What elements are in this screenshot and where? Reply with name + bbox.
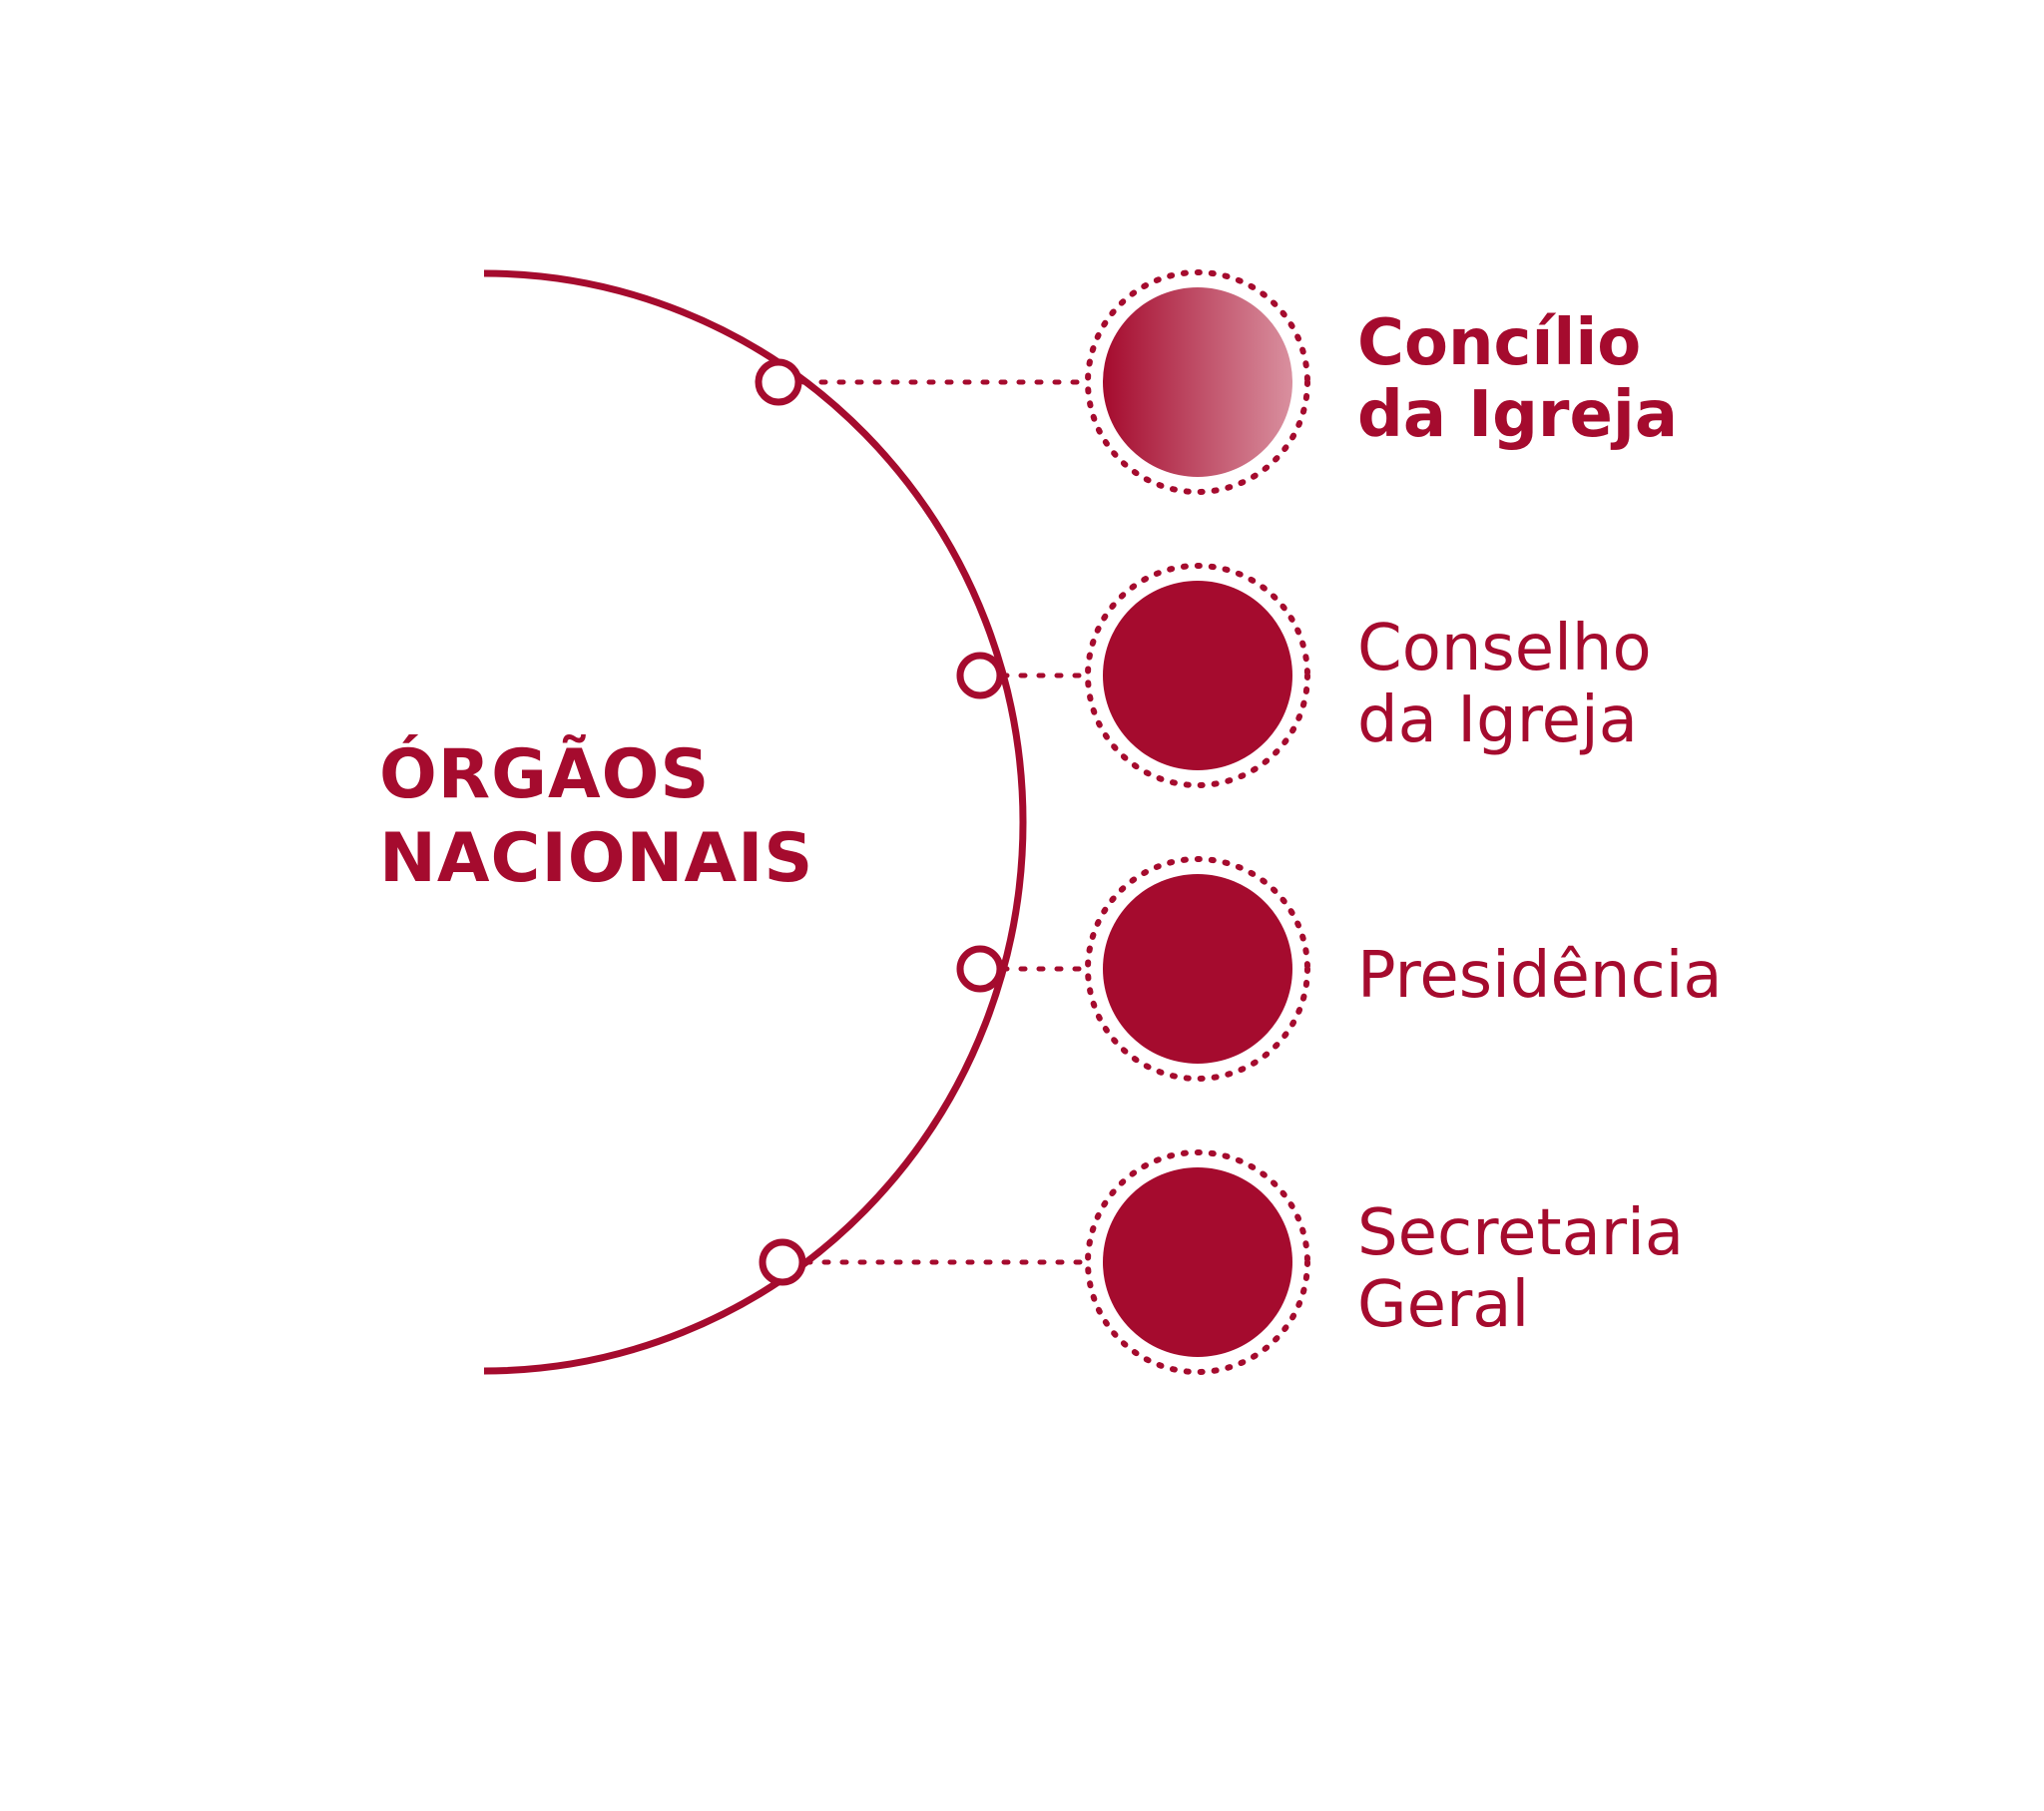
- node-dotted-ring: [1085, 563, 1310, 788]
- label-line1: Concílio: [1357, 306, 1642, 380]
- arc-marker: [956, 945, 1004, 993]
- hub-title-line1: ÓRGÃOS: [379, 735, 711, 814]
- node-dotted-ring: [1085, 1149, 1310, 1375]
- hub-title-line2: NACIONAIS: [379, 819, 814, 898]
- node-circle: [1103, 581, 1292, 770]
- label-line1: Presidência: [1357, 939, 1723, 1013]
- label-line2: da Igreja: [1357, 378, 1678, 452]
- label-line1: Conselho: [1357, 612, 1652, 685]
- label-conselho[interactable]: Conselho da Igreja: [1357, 613, 1652, 756]
- arc-marker: [956, 652, 1004, 699]
- node-secretaria[interactable]: [759, 1149, 1310, 1375]
- node-circle-active: [1103, 287, 1292, 477]
- label-concilio[interactable]: Concílio da Igreja: [1357, 307, 1678, 451]
- node-concilio[interactable]: [755, 269, 1310, 495]
- label-line2: Geral: [1357, 1268, 1530, 1342]
- label-line1: Secretaria: [1357, 1196, 1685, 1270]
- arc-marker: [755, 358, 802, 406]
- label-line2: da Igreja: [1357, 683, 1638, 757]
- arc-marker: [759, 1238, 806, 1286]
- node-dotted-ring: [1085, 269, 1310, 495]
- node-dotted-ring: [1085, 856, 1310, 1082]
- node-circle: [1103, 874, 1292, 1064]
- node-conselho[interactable]: [956, 563, 1310, 788]
- label-secretaria[interactable]: Secretaria Geral: [1357, 1197, 1684, 1341]
- label-presidencia[interactable]: Presidência: [1357, 940, 1723, 1012]
- node-circle: [1103, 1167, 1292, 1357]
- hub-title: ÓRGÃOS NACIONAIS: [379, 733, 813, 901]
- hub-arc: [483, 269, 1027, 1375]
- node-presidencia[interactable]: [956, 856, 1310, 1082]
